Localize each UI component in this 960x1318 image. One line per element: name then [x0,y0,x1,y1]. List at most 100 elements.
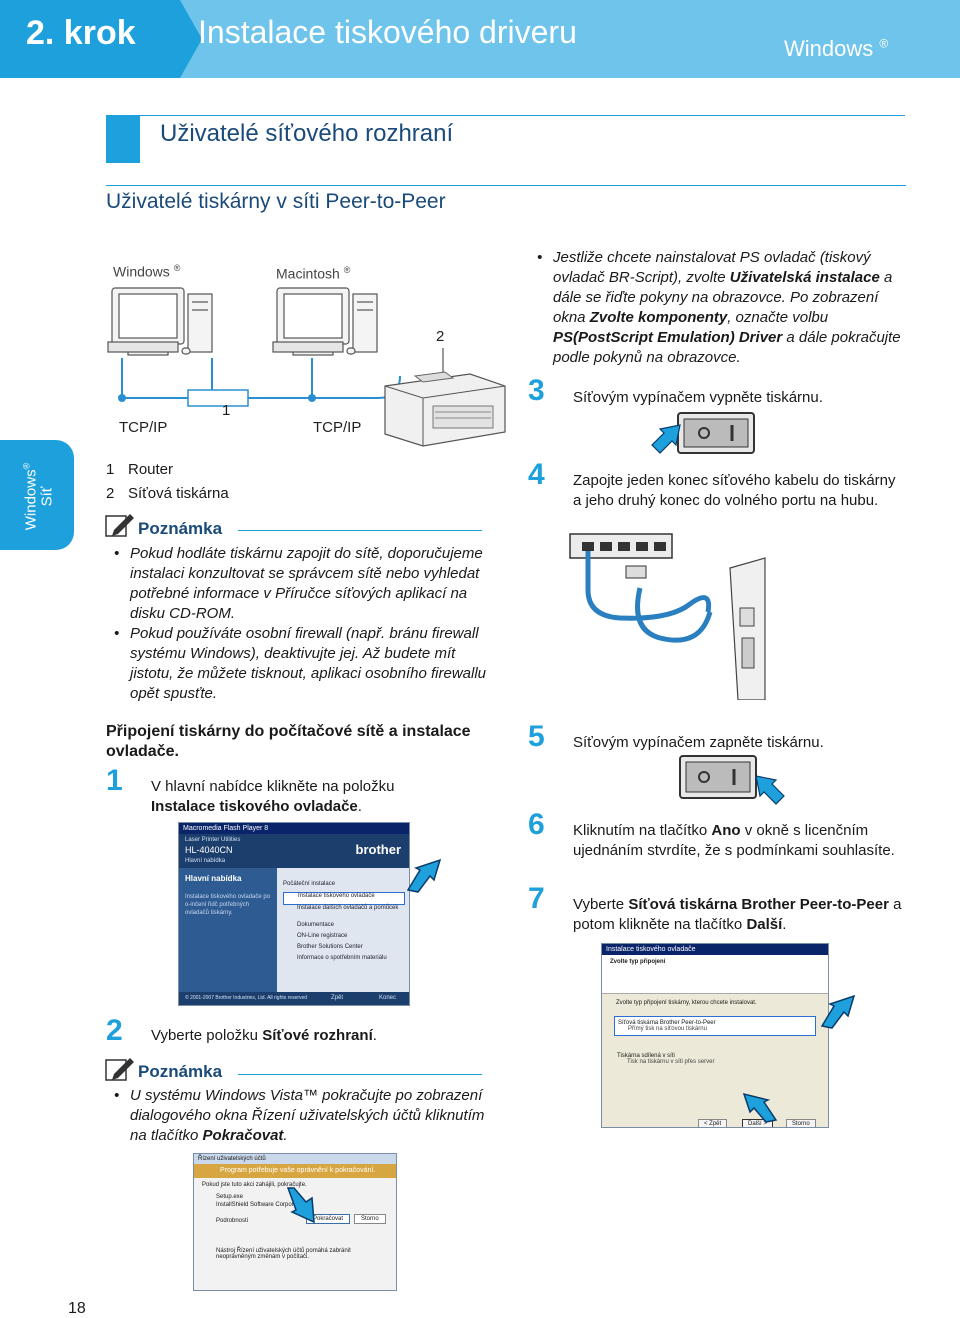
uac-details[interactable]: Podrobnosti [216,1218,249,1224]
side-tab-label: Windows® Síť [19,456,56,538]
uac-cancel-button[interactable]: Storno [354,1214,386,1224]
step-6-text: Kliknutím na tlačítko Ano v okně s licen… [573,821,903,861]
page-number: 18 [68,1300,86,1317]
menu-item[interactable]: Dokumentace [297,922,335,928]
note-pencil-icon [105,1058,134,1081]
note-item-text: U systému Windows Vista™ pokračujte po z… [130,1086,486,1146]
registered-mark: ® [879,36,889,51]
step-1-text-b: Instalace tiskového ovladače [151,798,358,815]
subsection-rule [106,185,906,186]
bullet-text-d: Zvolte komponenty [589,309,728,326]
mac-mark: ® [343,265,351,275]
uac-app-name: Setup.exe [216,1194,244,1200]
menu-exit-button[interactable]: Konec [379,995,397,1001]
menu-item-selected[interactable]: Instalace tiskového ovladače [283,892,405,905]
diagram-mac-label: Macintosh ® [276,265,350,282]
step-7-text-c: a potom klikněte na tlačítko [573,896,902,933]
section-marker [106,115,140,163]
menu-item[interactable]: Informace o spotřebním materiálu [297,955,387,961]
step-7-text: Vyberte Síťová tiskárna Brother Peer-to-… [573,895,903,935]
step-6-text-c: v okně s licenčním ujednáním stvrdíte, ž… [573,822,895,859]
windows-pc-icon [107,287,213,356]
menu-item[interactable]: Instalace dalších ovladačů a pomůcek [297,905,399,911]
bullet-text-b: Uživatelská instalace [729,269,880,286]
step-5-text: Síťovým vypínačem zapněte tiskárnu. [573,734,824,751]
step-1-text-c: . [357,798,362,815]
step-2-text-b: Síťové rozhraní [262,1027,373,1044]
note-list: •Pokud hodláte tiskárnu zapojit do sítě,… [114,544,486,704]
legend-text: Router [128,461,174,478]
tcp-label-right: TCP/IP [313,419,362,436]
step-7-text-b: Síťová tiskárna Brother Peer-to-Peer [628,896,889,913]
menu-titlebar: Macromedia Flash Player 8 [179,823,409,834]
note-item-text: Pokud hodláte tiskárnu zapojit do sítě, … [130,545,483,622]
callout-2: 2 [436,328,445,345]
uac-dialog-screenshot: Řízení uživatelských účtů Program potřeb… [193,1153,397,1291]
install-heading: Zvolte typ připojení [610,959,666,965]
diagram-windows-label: Windows ® [113,263,180,280]
option-2-subtitle: Tisk na tiskárnu v síti přes server [627,1059,715,1065]
option-shared[interactable]: Tiskárna sdílená v síti Tisk na tiskárnu… [614,1050,816,1068]
menu-product-line: Laser Printer Utilities [185,837,241,843]
menu-item[interactable]: Počáteční instalace [283,881,336,887]
step-4-number: 4 [528,458,545,491]
install-next-button[interactable]: Další > [742,1119,773,1127]
connect-heading: Připojení tiskárny do počítačové sítě a … [106,723,471,760]
legend-item: 1 Router [106,460,173,480]
laser-printer-icon [384,371,506,447]
header-step-arrow [180,0,202,78]
network-diagram [107,287,444,407]
uac-footer: Nástroj Řízení uživatelských účtů pomáhá… [216,1248,351,1260]
power-switch-on-icon [679,755,785,805]
connection-type-screenshot: Instalace tiskového ovladače Zvolte typ … [601,943,829,1128]
brother-logo: brother [355,842,402,857]
install-prompt: Zvolte typ připojení tiskárny, kterou ch… [616,1000,757,1006]
menu-item[interactable]: ON-Line registrace [297,933,348,939]
note-item: •Pokud hodláte tiskárnu zapojit do sítě,… [114,544,486,624]
note-item: •Pokud používáte osobní firewall (např. … [114,625,487,702]
step-3-number: 3 [528,374,545,407]
uac-titlebar: Řízení uživatelských účtů [194,1154,396,1164]
menu-crumb: Hlavní nabídka [185,858,226,864]
option-peer-to-peer[interactable]: Síťová tiskárna Brother Peer-to-Peer Pří… [614,1016,816,1036]
step-7-text-d: Další [746,916,783,933]
tcp-label-left: TCP/IP [119,419,168,436]
option-1-subtitle: Přímý tisk na síťovou tiskárnu [628,1026,707,1032]
step-1-number: 1 [106,764,123,797]
step-6-text-a: Kliknutím na tlačítko [573,822,712,839]
install-cancel-button[interactable]: Storno [786,1119,816,1127]
step-1-text: V hlavní nabídce klikněte na položku Ins… [151,777,491,817]
legend-num: 1 [106,461,115,478]
section-rule [140,115,905,116]
windows-text: Windows [113,263,170,280]
note2-text-b: Pokračovat [202,1127,284,1144]
ps-driver-bullet: • Jestliže chcete nainstalovat PS ovlada… [537,248,909,368]
chapter-title: Instalace tiskového driveru [198,14,577,50]
mac-text: Macintosh [276,265,340,282]
network-cables [121,358,401,399]
step-7-text-e: . [782,916,787,933]
step-6-text-b: Ano [711,822,741,839]
uac-app-vendor: InstallShield Software Corporation [216,1202,307,1208]
note2-text-c: . [283,1127,288,1144]
side-tab-net: Síť [38,486,56,507]
bullet-text-f: PS(PostScript Emulation) Driver [553,329,783,346]
uac-banner: Program potřebuje vaše oprávnění k pokra… [194,1164,396,1178]
install-back-button[interactable]: < Zpět [698,1119,728,1127]
uac-line1: Pokud jste tuto akci zahájili, pokračujt… [202,1182,307,1188]
step-2-text-c: . [372,1027,377,1044]
option-1-title: Síťová tiskárna Brother Peer-to-Peer [618,1020,716,1026]
menu-back-button[interactable]: Zpět [331,995,344,1001]
pointer-arrow-icon [742,1092,778,1123]
section-title: Uživatelé síťového rozhraní [160,120,454,147]
windows-mark: ® [173,263,181,273]
side-tab-mark: ® [21,462,32,470]
menu-item[interactable]: Brother Solutions Center [297,944,363,950]
legend-text: Síťová tiskárna [128,485,229,502]
side-tab-os: Windows [22,469,40,531]
step-3-text: Síťovým vypínačem vypněte tiskárnu. [573,389,823,406]
step-2-number: 2 [106,1014,123,1047]
note-pencil-icon [105,514,134,537]
step-7-number: 7 [528,882,545,915]
